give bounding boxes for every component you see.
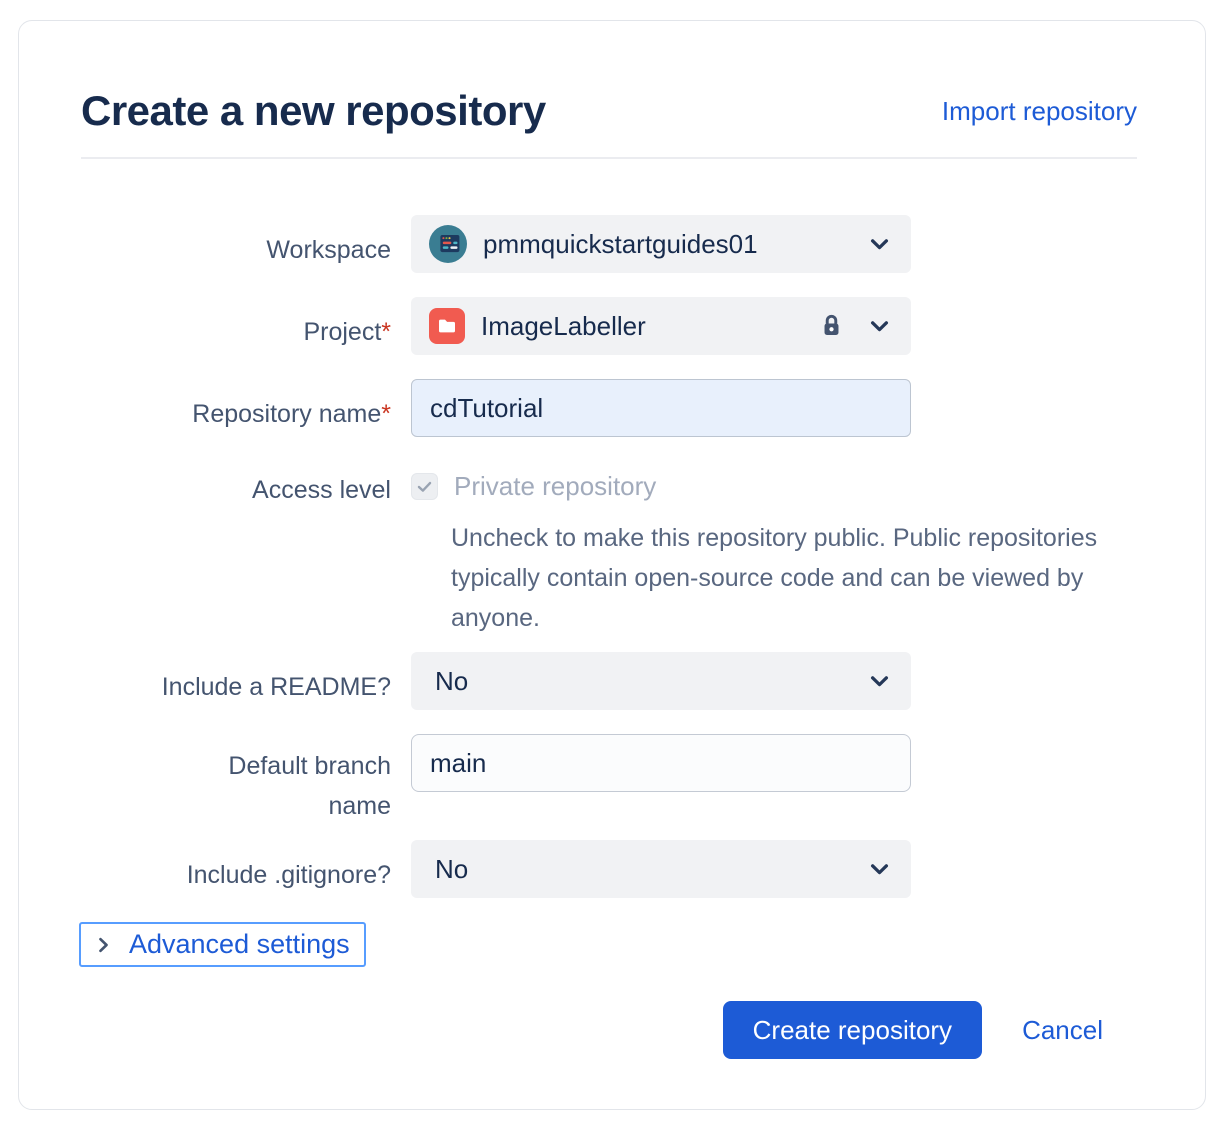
dialog-actions: Create repository Cancel [81,1001,1137,1059]
import-repository-link[interactable]: Import repository [941,95,1137,126]
project-label: Project* [303,318,391,346]
chevron-right-icon [93,935,113,955]
advanced-settings-label: Advanced settings [129,929,350,959]
workspace-row: Workspace [81,215,1137,273]
workspace-label: Workspace [266,236,391,264]
workspace-avatar-icon [429,225,467,263]
repository-name-label: Repository name* [192,400,391,428]
dialog-header: Create a new repository Import repositor… [81,87,1137,135]
required-asterisk: * [381,400,391,428]
chevron-down-icon [868,670,891,693]
default-branch-input[interactable] [411,734,911,792]
default-branch-label: Default branch name [228,752,391,820]
lock-icon [818,313,845,340]
cancel-button[interactable]: Cancel [1022,1014,1103,1045]
include-gitignore-label: Include .gitignore? [186,861,391,889]
workspace-select[interactable]: pmmquickstartguides01 [411,215,911,273]
repository-name-row: Repository name* [81,379,1137,437]
create-repository-form: Workspace [79,215,1137,1059]
advanced-settings-toggle[interactable]: Advanced settings [79,922,366,967]
page-title: Create a new repository [81,87,546,134]
create-repository-dialog: Create a new repository Import repositor… [18,20,1206,1110]
repository-name-input[interactable] [411,379,911,437]
project-select[interactable]: ImageLabeller [411,297,911,355]
private-repository-checkbox[interactable] [411,473,438,500]
include-readme-select[interactable]: No [411,652,911,710]
project-folder-icon [429,308,465,344]
access-level-row: Access level Private repository Uncheck … [81,461,1137,638]
checkmark-icon [415,477,434,496]
include-readme-row: Include a README? No [81,652,1137,710]
access-level-label: Access level [252,476,391,504]
private-repository-label: Private repository [454,471,657,501]
workspace-value: pmmquickstartguides01 [483,228,758,259]
include-gitignore-value: No [435,853,469,884]
chevron-down-icon [868,858,891,881]
default-branch-row: Default branch name [81,734,1137,826]
required-asterisk: * [381,318,391,346]
include-gitignore-select[interactable]: No [411,840,911,898]
include-readme-label: Include a README? [161,673,391,701]
include-readme-value: No [435,665,469,696]
create-repository-button[interactable]: Create repository [722,1001,983,1059]
include-gitignore-row: Include .gitignore? No [81,840,1137,898]
project-value: ImageLabeller [481,310,646,341]
chevron-down-icon [868,315,891,338]
header-divider [81,157,1137,159]
access-level-help-text: Uncheck to make this repository public. … [451,524,1098,632]
chevron-down-icon [868,233,891,256]
project-row: Project* ImageLabeller [81,297,1137,355]
